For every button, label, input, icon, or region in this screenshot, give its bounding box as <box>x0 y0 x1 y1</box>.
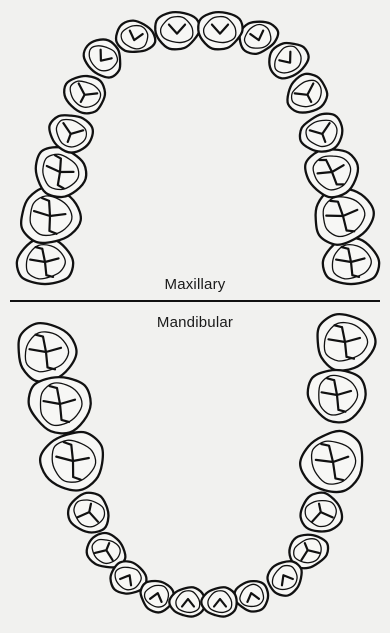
mandibular-tooth-left-3 <box>38 429 105 493</box>
mandibular-tooth-left-4 <box>65 489 113 536</box>
maxillary-tooth-right-8 <box>198 12 242 49</box>
mandibular-label: Mandibular <box>0 314 390 331</box>
arch-divider-line <box>10 300 380 302</box>
mandibular-tooth-right-4 <box>296 489 344 536</box>
mandibular-tooth-right-7 <box>232 578 272 616</box>
mandibular-tooth-left-1 <box>19 323 77 382</box>
maxillary-label: Maxillary <box>0 276 390 293</box>
tooth-outline <box>232 578 272 616</box>
mandibular-tooth-right-3 <box>299 430 364 494</box>
mandibular-tooth-right-8 <box>201 587 236 616</box>
mandibular-tooth-left-8 <box>169 587 204 616</box>
maxillary-tooth-left-8 <box>155 12 199 49</box>
mandibular-tooth-left-2 <box>29 377 91 433</box>
mandibular-tooth-right-2 <box>308 370 366 422</box>
